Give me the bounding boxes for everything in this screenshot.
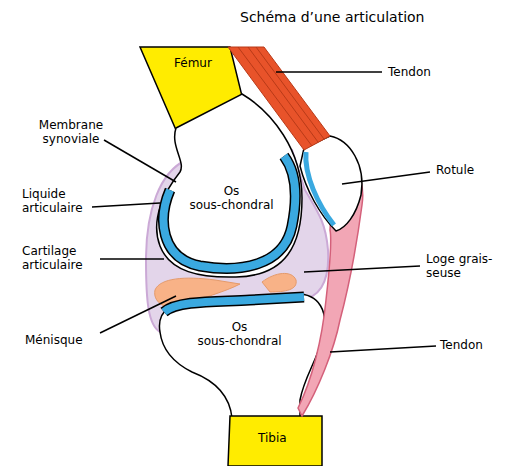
bone-label: Fémur <box>174 56 224 70</box>
meniscus <box>262 273 296 292</box>
leader-line <box>342 172 430 184</box>
leader-line <box>276 71 382 73</box>
part-label: Ménisque <box>25 333 105 347</box>
leader-line <box>330 346 436 352</box>
leader-line <box>100 296 176 333</box>
leader-line <box>304 266 420 272</box>
quadriceps-tendon <box>228 47 330 150</box>
bone-label: Os sous-chondral <box>192 320 287 348</box>
leader-line <box>92 203 160 207</box>
bone-label: Os sous-chondral <box>184 184 279 212</box>
tendon-fibers <box>238 47 324 146</box>
part-label: Rotule <box>436 163 496 177</box>
diagram-title: Schéma d’une articulation <box>240 9 424 26</box>
bone-label: Tibia <box>258 431 308 445</box>
femur-bone <box>157 94 302 277</box>
part-label: Cartilage articulaire <box>22 244 102 272</box>
part-label: Membrane synoviale <box>30 118 112 146</box>
leader-line <box>100 258 164 260</box>
tibia-shaft <box>228 416 322 466</box>
tibia-cartilage <box>164 297 304 312</box>
patella-cartilage <box>306 152 334 225</box>
leader-lines <box>92 72 436 352</box>
leader-line <box>104 140 176 182</box>
cartilage-outline <box>164 156 296 268</box>
femur-cartilage <box>164 156 296 268</box>
part-label: Loge grais- seuse <box>426 252 502 280</box>
part-label: Tendon <box>440 338 510 352</box>
patella-bone <box>300 136 362 231</box>
tibia-bone <box>159 294 324 418</box>
cartilage-outline <box>164 297 304 312</box>
part-label: Liquide articulaire <box>22 187 98 215</box>
part-label: Tendon <box>388 65 458 79</box>
